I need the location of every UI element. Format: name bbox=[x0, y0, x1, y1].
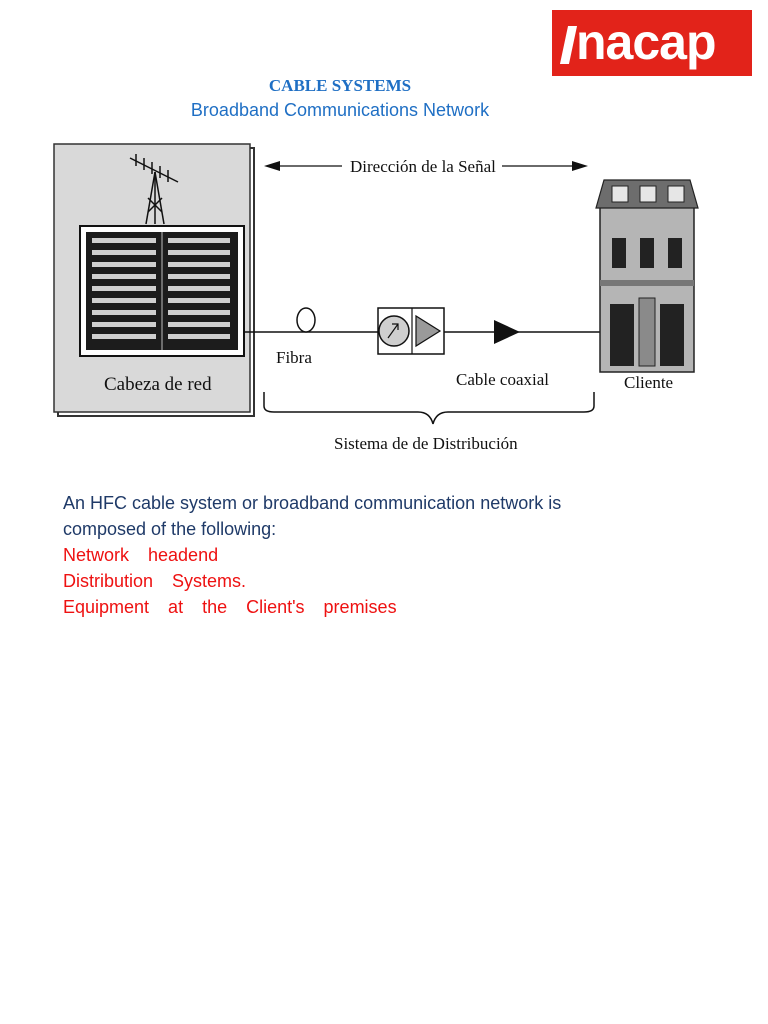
hfc-network-diagram: Cabeza de red Dirección de la Señal Fibr… bbox=[53, 143, 699, 453]
client-building-icon bbox=[595, 179, 699, 373]
amplifier-icon bbox=[494, 320, 520, 344]
antenna-tower-icon bbox=[129, 154, 179, 225]
signal-direction-arrow bbox=[264, 161, 588, 171]
list-item: Network headend bbox=[63, 545, 219, 565]
intro-text: composed of the following: bbox=[63, 519, 277, 539]
page-title: CABLE SYSTEMS bbox=[268, 76, 412, 95]
inacap-logo: nacap bbox=[552, 10, 752, 76]
list-item: Distribution Systems. bbox=[63, 571, 247, 591]
signal-direction-label: Dirección de la Señal bbox=[350, 157, 496, 176]
fiber-loop-icon bbox=[296, 307, 316, 333]
description-block: An HFC cable system or broadband communi… bbox=[63, 490, 703, 620]
coax-label: Cable coaxial bbox=[456, 370, 549, 389]
page-subtitle: Broadband Communications Network bbox=[190, 100, 490, 120]
distribution-brace bbox=[263, 392, 595, 425]
fiber-label: Fibra bbox=[276, 348, 312, 367]
client-label: Cliente bbox=[624, 373, 673, 392]
distribution-label: Sistema de de Distribución bbox=[334, 434, 518, 453]
optical-node-icon bbox=[377, 307, 445, 355]
logo-text: nacap bbox=[576, 14, 717, 70]
list-item: Equipment at the Client's premises bbox=[63, 597, 397, 617]
intro-text: An HFC cable system or broadband communi… bbox=[63, 493, 562, 513]
headend-equipment-rack bbox=[79, 225, 245, 357]
headend-label: Cabeza de red bbox=[104, 374, 212, 395]
